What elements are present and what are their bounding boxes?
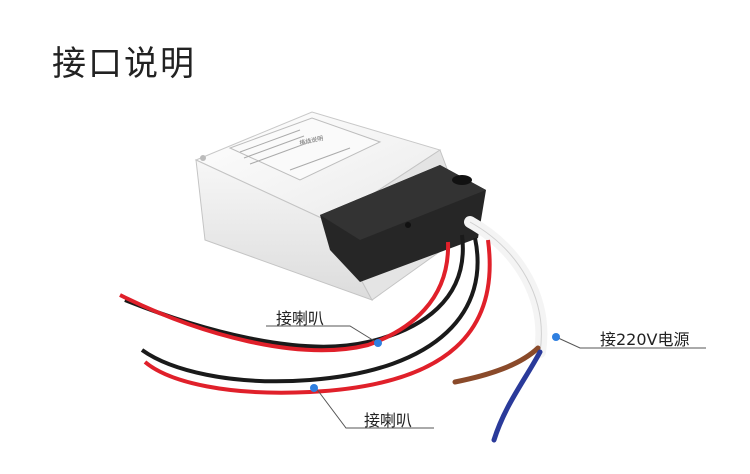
product-label-sticker: 接线说明 (228, 117, 382, 181)
callout-power: 接220V电源 (600, 330, 690, 349)
marker-dot (552, 333, 560, 341)
marker-dot (310, 384, 318, 392)
callout-speaker-bottom: 接喇叭 (364, 411, 413, 430)
callout-leaders (266, 325, 706, 429)
page-title: 接口说明 (52, 44, 196, 84)
marker-dot (374, 339, 382, 347)
power-cable (452, 216, 548, 443)
callout-speaker-top: 接喇叭 (276, 309, 325, 328)
black-end-cap (320, 165, 486, 282)
speaker-wires (119, 234, 492, 395)
